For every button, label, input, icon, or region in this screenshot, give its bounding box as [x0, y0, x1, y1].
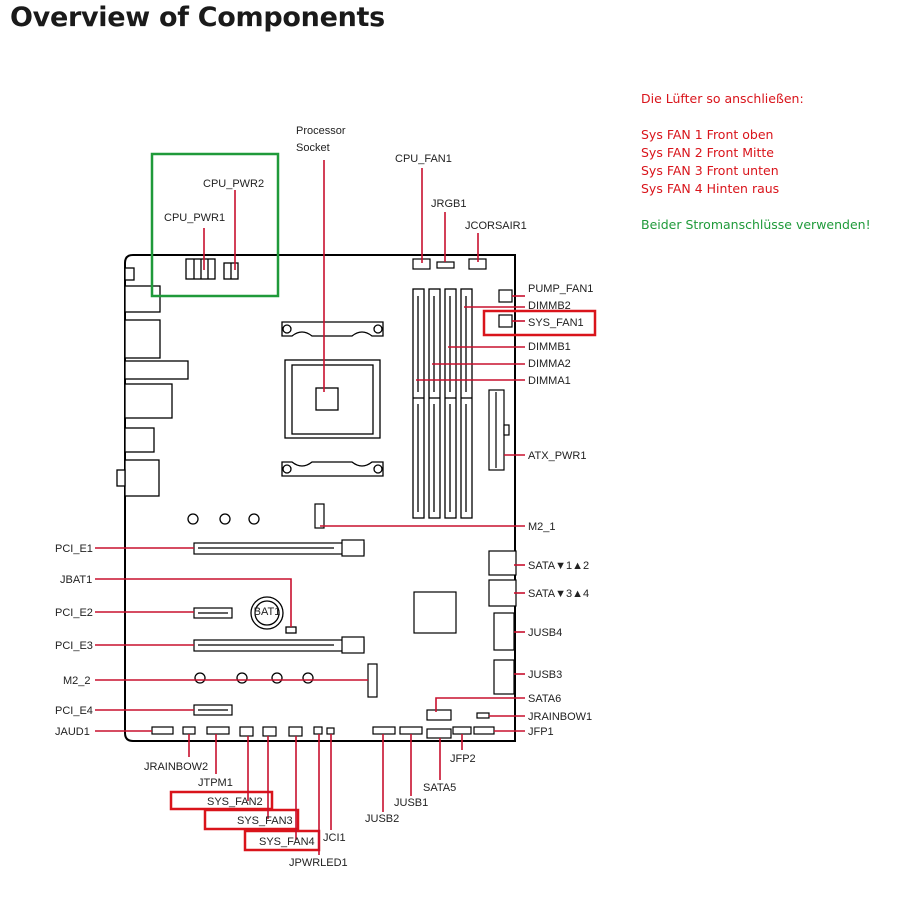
label-dimmb1: DIMMB1	[528, 341, 571, 353]
label-jusb2: JUSB2	[365, 813, 399, 825]
label-cpu-pwr2: CPU_PWR2	[203, 178, 264, 190]
label-dimma1: DIMMA1	[528, 375, 571, 387]
cpu-power-highlight	[150, 152, 280, 298]
label-pci-e1: PCI_E1	[55, 543, 93, 555]
label-jci1: JCI1	[323, 832, 346, 844]
fan-instructions-heading: Die Lüfter so anschließen:	[641, 91, 804, 106]
sys-fan3-highlight	[203, 808, 300, 831]
label-jaud1: JAUD1	[55, 726, 90, 738]
label-sys-fan2: SYS_FAN2	[207, 796, 263, 808]
label-jrainbow1: JRAINBOW1	[528, 711, 592, 723]
atx-power	[488, 389, 510, 471]
label-pci-e2: PCI_E2	[55, 607, 93, 619]
label-jpwrled1: JPWRLED1	[289, 857, 348, 869]
label-m2-1: M2_1	[528, 521, 556, 533]
bottom-headers	[151, 726, 495, 737]
fan-instruction-1: Sys FAN 1 Front oben	[641, 127, 774, 142]
sys-fan1-highlight	[482, 309, 597, 337]
label-atx-pwr1: ATX_PWR1	[528, 450, 586, 462]
fan-instruction-2: Sys FAN 2 Front Mitte	[641, 145, 775, 160]
page-title: Overview of Components	[10, 2, 385, 33]
dimm-slots	[412, 288, 473, 519]
label-sata12: SATA▼1▲2	[528, 560, 589, 572]
label-sata5: SATA5	[423, 782, 456, 794]
pcie-slots	[193, 539, 365, 716]
label-jusb4: JUSB4	[528, 627, 562, 639]
label-m2-2: M2_2	[63, 675, 91, 687]
top-headers	[412, 258, 513, 328]
label-jrainbow2: JRAINBOW2	[144, 761, 208, 773]
label-dimmb2: DIMMB2	[528, 300, 571, 312]
label-sata34: SATA▼3▲4	[528, 588, 589, 600]
label-pci-e4: PCI_E4	[55, 705, 93, 717]
label-jbat1: JBAT1	[60, 574, 92, 586]
fan-instruction-3: Sys FAN 3 Front unten	[641, 163, 779, 178]
label-sata6: SATA6	[528, 693, 561, 705]
label-processor-line2: Socket	[296, 142, 330, 154]
power-instruction: Beider Stromanschlüsse verwenden!	[641, 217, 871, 232]
cpu-socket-area	[281, 321, 384, 477]
leader-lines	[95, 160, 525, 855]
label-pci-e3: PCI_E3	[55, 640, 93, 652]
label-sys-fan1: SYS_FAN1	[528, 317, 584, 329]
chipset-and-storage	[413, 550, 517, 739]
label-jfp1: JFP1	[528, 726, 554, 738]
screw-holes	[187, 513, 314, 684]
label-jusb1: JUSB1	[394, 797, 428, 809]
fan-instruction-4: Sys FAN 4 Hinten raus	[641, 181, 780, 196]
label-jcorsair1: JCORSAIR1	[465, 220, 527, 232]
rear-io	[116, 267, 189, 497]
label-jrgb1: JRGB1	[431, 198, 466, 210]
battery-label: BAT1	[254, 606, 281, 618]
battery	[250, 596, 297, 634]
label-pump-fan1: PUMP_FAN1	[528, 283, 593, 295]
label-cpu-pwr1: CPU_PWR1	[164, 212, 225, 224]
label-jfp2: JFP2	[450, 753, 476, 765]
label-sys-fan4: SYS_FAN4	[259, 836, 315, 848]
label-sys-fan3: SYS_FAN3	[237, 815, 293, 827]
label-cpu-fan1: CPU_FAN1	[395, 153, 452, 165]
label-processor-line1: Processor	[296, 125, 346, 137]
label-jtpm1: JTPM1	[198, 777, 233, 789]
label-jusb3: JUSB3	[528, 669, 562, 681]
label-dimma2: DIMMA2	[528, 358, 571, 370]
component-labels: Processor Socket CPU_FAN1 CPU_PWR2 JRGB1…	[55, 125, 593, 869]
